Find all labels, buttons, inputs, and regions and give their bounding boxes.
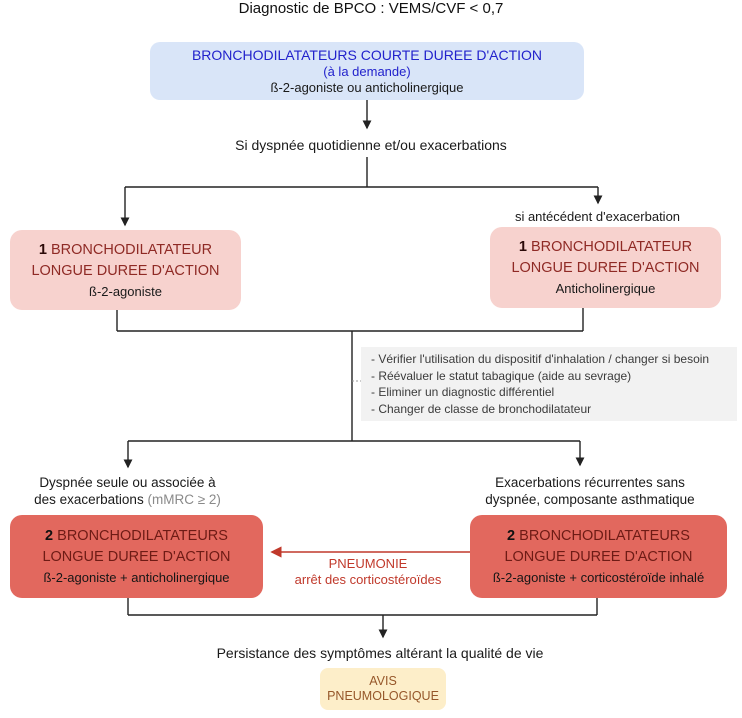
checklist-item: - Réévaluer le statut tabagique (aide au… xyxy=(371,368,632,383)
branch-question-label: Si dyspnée quotidienne et/ou exacerbatio… xyxy=(235,137,507,153)
bronchodilator-corticosteroid-box: 2 BRONCHODILATATEURS LONGUE DUREE D'ACTI… xyxy=(470,515,727,598)
dual-bd-right-line2: LONGUE DUREE D'ACTION xyxy=(504,549,693,565)
checklist-item: - Changer de classe de bronchodilatateur xyxy=(371,401,592,416)
dual-bronchodilators-box: 2 BRONCHODILATATEURS LONGUE DUREE D'ACTI… xyxy=(10,515,263,598)
dual-bd-left-detail: ß-2-agoniste + anticholinergique xyxy=(43,570,230,585)
checklist-item: - Eliminer un diagnostic différentiel xyxy=(371,385,555,399)
dual-bd-left-title: 2 BRONCHODILATATEURS xyxy=(45,528,228,544)
dual-bd-left-line2: LONGUE DUREE D'ACTION xyxy=(42,549,231,565)
pneumonia-warning-label: PNEUMONIE arrêt des corticostéroïdes xyxy=(294,556,442,587)
dyspnea-condition-label: Dyspnée seule ou associée à des exacerba… xyxy=(34,475,221,507)
single-bronchodilator-anticholinergic-box: 1 BRONCHODILATATEUR LONGUE DUREE D'ACTIO… xyxy=(490,227,721,308)
short-acting-title: BRONCHODILATATEURS COURTE DUREE D'ACTION xyxy=(191,47,543,63)
single-bd-left-detail: ß-2-agoniste xyxy=(89,283,162,299)
symptom-persistence-label: Persistance des symptômes altérant la qu… xyxy=(216,645,544,661)
single-bd-right-line2: LONGUE DUREE D'ACTION xyxy=(511,260,700,276)
diagram-title: Diagnostic de BPCO : VEMS/CVF < 0,7 xyxy=(238,0,504,17)
short-acting-subtitle: (à la demande) xyxy=(323,64,411,79)
short-acting-bronchodilators-box: BRONCHODILATATEURS COURTE DUREE D'ACTION… xyxy=(150,42,584,100)
dual-bd-right-detail: ß-2-agoniste + corticostéroïde inhalé xyxy=(492,570,705,585)
mmrc-score: (mMRC ≥ 2) xyxy=(147,492,221,507)
short-acting-detail: ß-2-agoniste ou anticholinergique xyxy=(270,80,464,95)
dual-bd-right-title: 2 BRONCHODILATATEURS xyxy=(507,528,690,544)
exacerbation-history-label: si antécédent d'exacerbation xyxy=(514,209,681,224)
single-bd-left-title: 1 BRONCHODILATATEUR xyxy=(38,241,213,258)
recurrent-exacerbations-label: Exacerbations récurrentes sans dyspnée, … xyxy=(485,475,695,507)
checklist-item: - Vérifier l'utilisation du dispositif d… xyxy=(371,352,710,366)
single-bronchodilator-beta2-box: 1 BRONCHODILATATEUR LONGUE DUREE D'ACTIO… xyxy=(10,230,241,310)
single-bd-right-detail: Anticholinergique xyxy=(555,281,656,296)
single-bd-right-title: 1 BRONCHODILATATEUR xyxy=(518,239,693,255)
pulmonology-referral-box: AVIS PNEUMOLOGIQUE xyxy=(320,668,446,710)
single-bd-left-line2: LONGUE DUREE D'ACTION xyxy=(31,262,220,279)
reassessment-checklist-box: - Vérifier l'utilisation du dispositif d… xyxy=(361,347,737,421)
